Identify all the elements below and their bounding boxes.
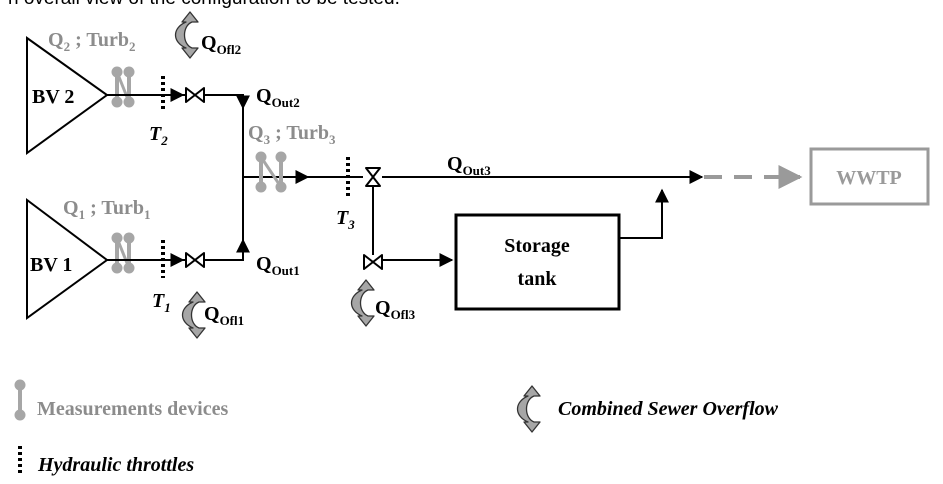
overflow-icon-qofl3 <box>350 279 375 327</box>
basin-bv1-triangle <box>26 198 109 320</box>
label-qofl3: QOfl3 <box>375 297 416 322</box>
legend-measurement-label: Measurements devices <box>37 398 228 420</box>
label-q3-turb3: Q3 ; Turb3 <box>248 122 336 147</box>
legend-overflow-label: Combined Sewer Overflow <box>558 398 779 420</box>
storage-tank-label-line2: tank <box>518 268 558 290</box>
storage-tank <box>454 213 621 311</box>
basin-bv1-label: BV 1 <box>30 254 72 276</box>
measurement-device-q3 <box>253 149 289 195</box>
valve-storage <box>363 254 383 270</box>
label-t2: T2 <box>149 123 168 148</box>
label-q1-turb1: Q1 ; Turb1 <box>63 197 151 222</box>
pipe-qout2 <box>204 94 250 110</box>
legend-overflow-icon <box>516 385 541 433</box>
overflow-icon-qofl1 <box>181 291 206 339</box>
valve-bv2 <box>185 87 205 103</box>
measurement-device-bv1 <box>109 230 137 276</box>
label-qout3: QOut3 <box>447 153 491 178</box>
valve-main <box>365 167 381 187</box>
measurement-device-bv2 <box>109 64 137 110</box>
wwtp-label: WWTP <box>836 167 902 189</box>
pipe-qout1 <box>204 238 250 261</box>
legend-measurement-icon <box>12 377 28 423</box>
caption: n overall view of the configuration to b… <box>8 0 400 9</box>
label-qofl1: QOfl1 <box>204 303 244 328</box>
basin-bv2-label: BV 2 <box>32 86 74 108</box>
pipe-storage-return <box>619 188 669 239</box>
label-qout2: QOut2 <box>256 85 300 110</box>
label-qout1: QOut1 <box>256 253 300 278</box>
basin-bv2-triangle <box>26 36 109 155</box>
legend-throttle-label: Hydraulic throttles <box>37 454 194 476</box>
label-qofl2: QOfl2 <box>201 32 241 57</box>
label-t3: T3 <box>336 207 355 232</box>
wwtp-box <box>809 147 930 206</box>
label-q2-turb2: Q2 ; Turb2 <box>48 29 136 54</box>
valve-bv1 <box>185 252 205 268</box>
label-t1: T1 <box>152 290 171 315</box>
storage-tank-label-line1: Storage <box>504 235 570 257</box>
overflow-icon-qofl2 <box>174 11 199 59</box>
